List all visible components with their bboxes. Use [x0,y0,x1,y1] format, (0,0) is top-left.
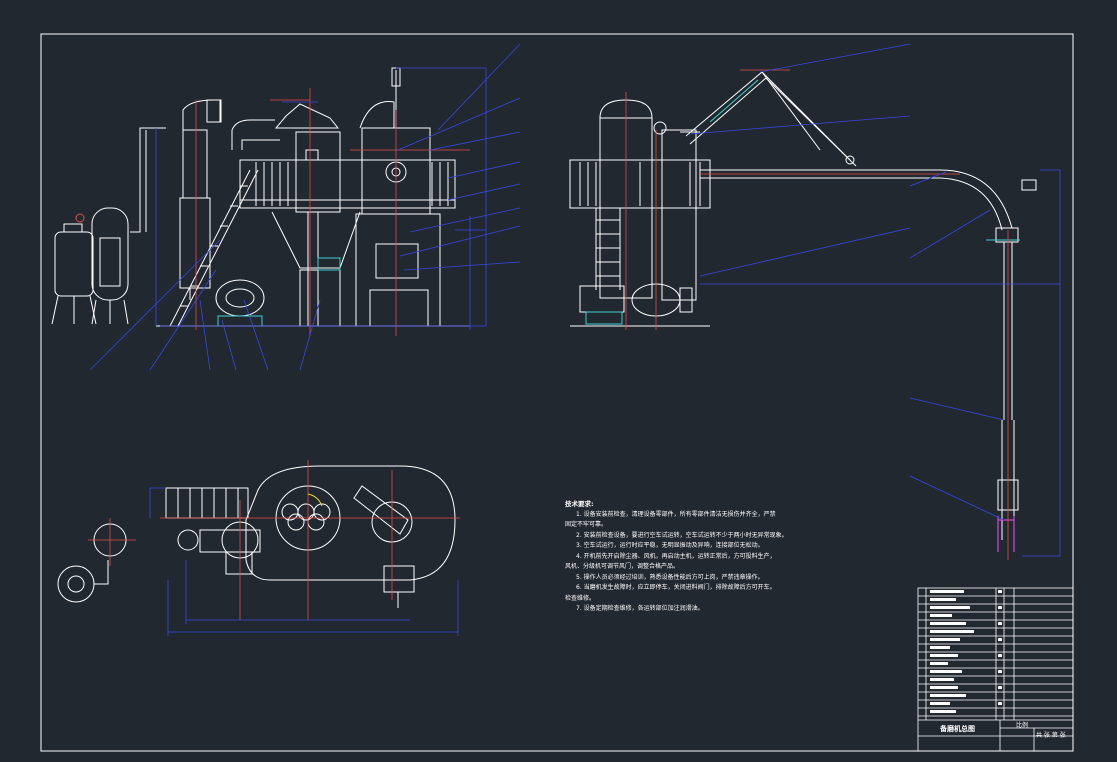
side-elevation-view [569,71,1037,540]
requirement-line: 6. 当磨机发生故障时，应立即停车，关闭进料阀门，排除故障后方可开车。 [576,584,776,591]
plan-view-yellow-mark [307,493,323,507]
front-view-leaders [89,43,521,371]
front-elevation-view [51,67,470,327]
requirement-line: 7. 设备定期检查维修，各运转部位加注润滑油。 [576,605,704,612]
requirement-line: 风机、分级机可调节风门，调整合格产品。 [565,563,680,570]
technical-requirements: 技术要求: 1. 设备安装前检查，清理设备零部件，所有零部件清洁无损伤并齐全，严… [565,499,865,615]
requirement-line: 3. 空车试运行，运行时应平稳，无明显振动及异响，连接部位无松动。 [576,542,764,549]
title-block [917,587,1074,752]
requirement-line: 5. 操作人员必须经过培训，熟悉设备性能后方可上岗，严禁违章操作。 [576,573,764,581]
side-view-centerlines [625,69,1009,560]
drawing-name: 备磨机总图 [940,725,975,733]
sheet-label: 共 张 第 张 [1036,732,1066,739]
requirement-line: 1. 设备安装前检查，清理设备零部件，所有零部件清洁无损伤并齐全，严禁 [576,510,776,518]
technical-requirements-title: 技术要求: [565,500,594,508]
scale-label: 比例 [1016,722,1029,729]
boom-magenta-segments [997,516,1015,552]
requirement-line: 固定不牢可靠。 [565,521,608,528]
title-block-entries [930,590,1002,713]
plan-view-dimensions [149,487,459,636]
requirement-line: 检查维修。 [565,594,596,602]
requirement-line: 2. 安装前检查设备，要进行空车试运转，空车试运转不少于两小时无异常现象。 [576,531,788,539]
plan-view [57,465,456,608]
drawing-border [40,33,1074,752]
front-view-centerlines [195,88,470,336]
boom-cyan-segment [709,79,1020,241]
side-view-leaders [689,43,1061,557]
plan-view-centerlines [88,460,460,620]
requirement-line: 4. 开机前先开启除尘器、风机，再启动主机，运转正常后，方可投料生产， [576,552,776,560]
